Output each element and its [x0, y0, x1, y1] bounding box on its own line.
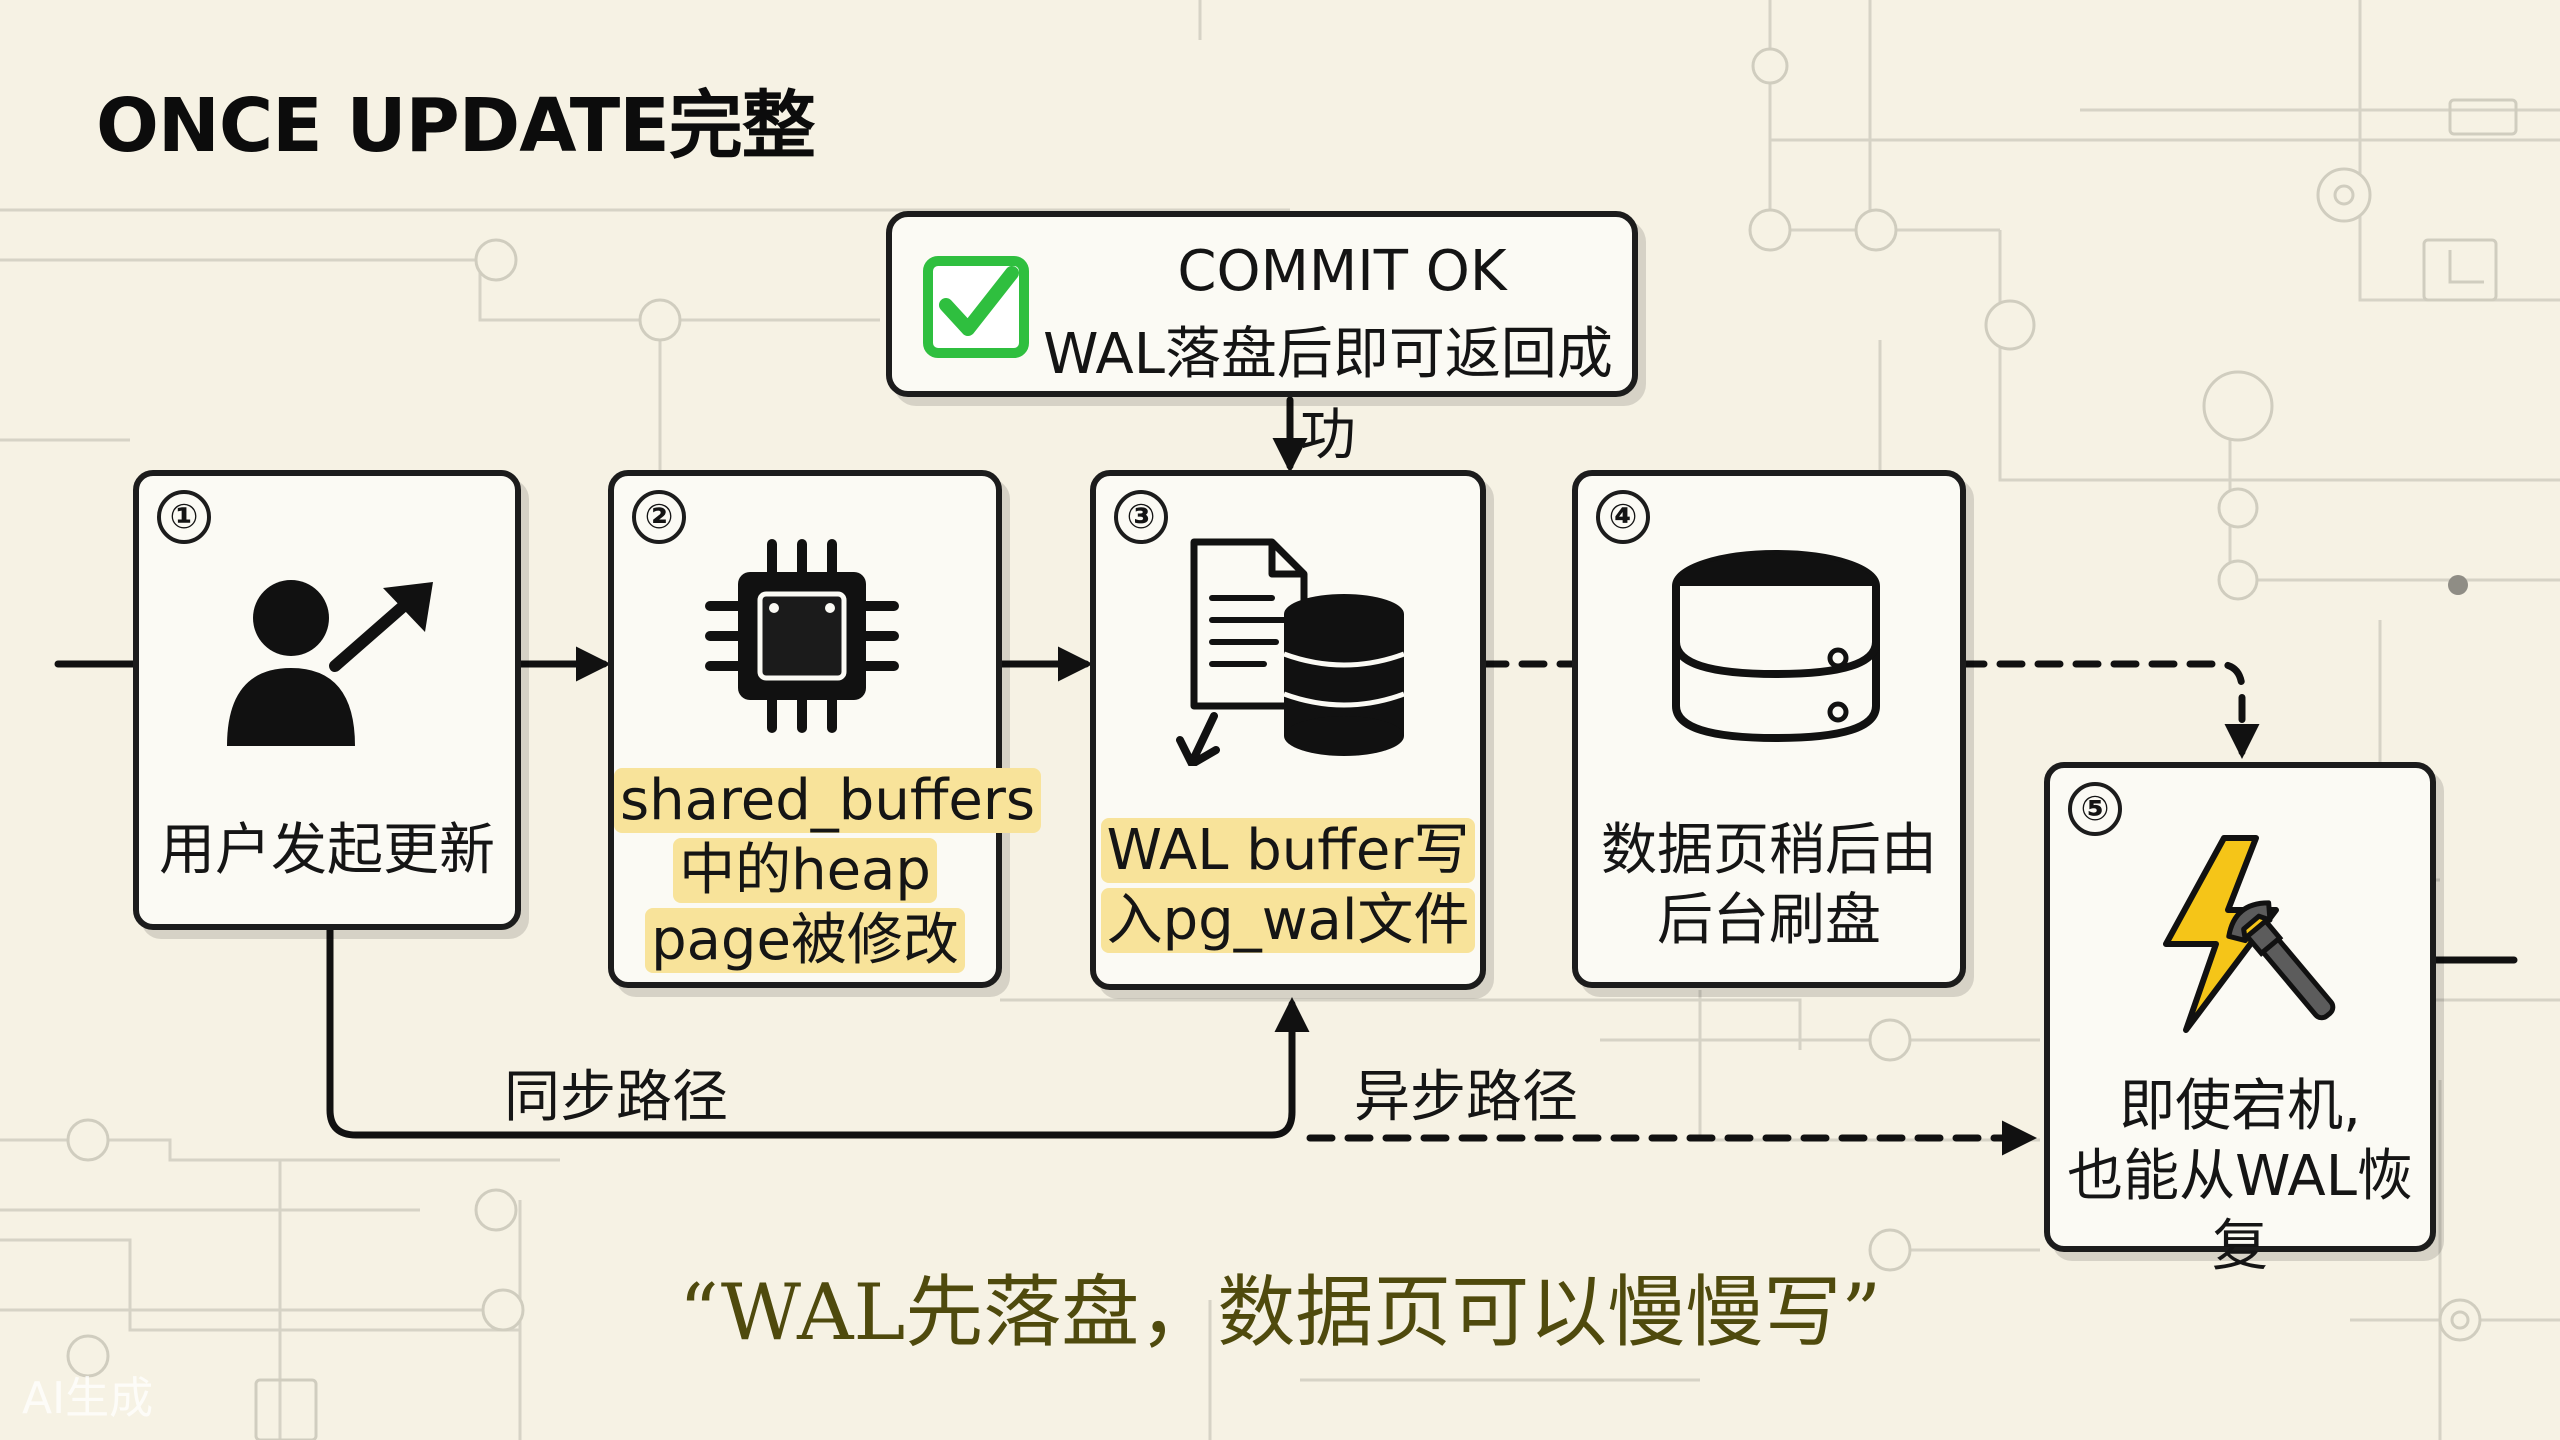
document-database-icon — [1176, 538, 1405, 766]
step-number-4: ④ — [1596, 490, 1650, 544]
step-label-2-line-2: 中的heap — [673, 838, 937, 903]
step-label-2-line-1: shared_buffers — [614, 768, 1042, 833]
arrow-4-to-5-dashed — [1882, 660, 2260, 759]
database-icon — [1672, 550, 1880, 743]
sync-path-line — [326, 926, 1310, 1139]
step-label-5-line-2: 也能从WAL恢复 — [2067, 1144, 2413, 1279]
lightning-wrench-icon — [2163, 835, 2336, 1033]
sync-path-label: 同步路径 — [504, 1065, 728, 1130]
page-title: ONCE UPDATE完整 — [96, 83, 816, 169]
check-icon — [923, 256, 1029, 358]
async-path-label: 异步路径 — [1354, 1065, 1578, 1130]
step-card-2: ② shared_buffers 中的heap page被修改 — [608, 470, 1042, 988]
user-arrow-icon — [227, 580, 433, 746]
commit-title: COMMIT OK — [1177, 239, 1507, 304]
step-label-2: shared_buffers 中的heap page被修改 — [614, 766, 1042, 976]
step-card-1: ① 用户发起更新 — [133, 470, 521, 930]
step-number-3: ③ — [1114, 490, 1168, 544]
step-label-5: 即使宕机, 也能从WAL恢复 — [2050, 1072, 2430, 1282]
step-label-4-line-2: 后台刷盘 — [1657, 888, 1881, 953]
step-card-3: ③ WAL buffer写 入pg_wal文件 — [1090, 470, 1486, 990]
step-number-5: ⑤ — [2068, 782, 2122, 836]
step-label-3-line-2: 入pg_wal文件 — [1100, 888, 1476, 953]
cpu-chip-icon — [705, 539, 899, 733]
step-number-2: ② — [632, 490, 686, 544]
step-label-3: WAL buffer写 入pg_wal文件 — [1096, 816, 1480, 956]
step-label-5-line-1: 即使宕机, — [2119, 1074, 2361, 1139]
step-label-4-line-1: 数据页稍后由 — [1601, 818, 1937, 883]
step-label-2-line-3: page被修改 — [645, 908, 965, 973]
step-label-1: 用户发起更新 — [159, 818, 495, 883]
step-label-4: 数据页稍后由 后台刷盘 — [1578, 816, 1960, 956]
step-card-5: ⑤ 即使宕机, 也能从WAL恢复 — [2044, 762, 2436, 1279]
ai-generated-watermark: AI生成 — [22, 1373, 154, 1424]
commit-subtitle: WAL落盘后即可返回成功 — [1043, 322, 1613, 468]
commit-ok-box: COMMIT OK WAL落盘后即可返回成功 — [886, 211, 1638, 468]
summary-quote: “WAL先落盘，数据页可以慢慢写” — [678, 1268, 1882, 1358]
step-number-1: ① — [157, 490, 211, 544]
step-card-4: ④ 数据页稍后由 后台刷盘 — [1572, 470, 1966, 988]
step-label-3-line-1: WAL buffer写 — [1100, 818, 1476, 883]
